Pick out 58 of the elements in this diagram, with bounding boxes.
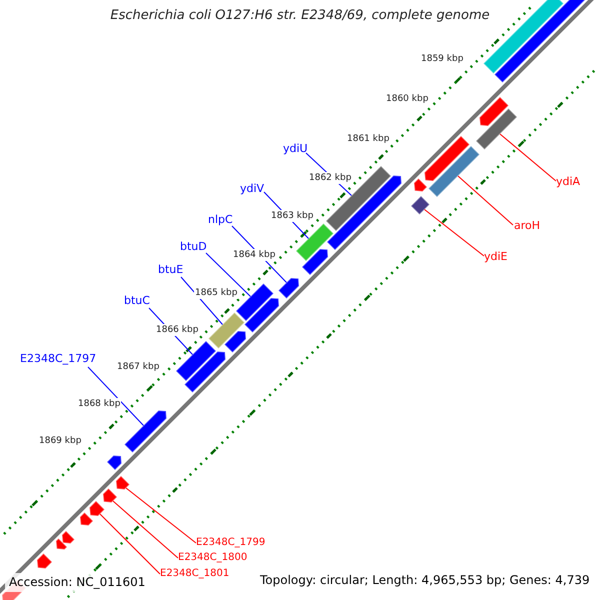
gene-block [424, 134, 471, 182]
gene-label: btuC [124, 294, 150, 307]
gene-block [207, 311, 246, 350]
scale-label: 1861 kbp [346, 133, 390, 145]
gene-label: ydiU [283, 142, 308, 155]
leader-line [126, 488, 196, 544]
gene-block [277, 277, 300, 300]
gene-label: aroH [514, 219, 540, 232]
scale-label: 1864 kbp [232, 249, 276, 261]
gene-block [413, 177, 428, 192]
scale-label: 1859 kbp [420, 53, 464, 65]
gene-block [55, 537, 68, 550]
gene-block [410, 194, 431, 216]
gene-block [36, 552, 54, 570]
gene-label: nlpC [208, 213, 233, 226]
leader-line [424, 209, 484, 256]
gene-label: E2348C_1800 [178, 551, 248, 564]
gene-block [88, 500, 106, 517]
gene-block [115, 474, 131, 490]
gene-block [102, 487, 118, 504]
gene-block [427, 144, 481, 198]
gene-label: ydiV [240, 182, 264, 195]
scale-label: 1869 kbp [38, 435, 82, 447]
gene-label: ydiA [556, 175, 580, 188]
gene-block [223, 330, 247, 354]
gene-label: ydiE [484, 250, 508, 263]
gene-block [106, 454, 122, 472]
gene-block [174, 340, 218, 382]
scale-label: 1866 kbp [155, 324, 200, 336]
gene-block [243, 297, 280, 334]
scale-label: 1862 kbp [308, 172, 352, 184]
gene-label: E2348C_1797 [20, 352, 96, 365]
gene-label: btuD [180, 240, 207, 253]
gene-label: btuE [158, 263, 184, 276]
gene-block [183, 350, 226, 394]
leader-line [500, 134, 556, 182]
leader-line [206, 252, 251, 297]
gene-block [294, 222, 335, 262]
gene-label: E2348C_1801 [160, 567, 230, 580]
scale-label: 1867 kbp [116, 361, 160, 373]
scale-label: 1868 kbp [77, 398, 122, 410]
gene-block [474, 107, 518, 151]
leader-line [88, 366, 144, 426]
leader-line [112, 500, 178, 558]
leader-line [458, 176, 514, 226]
scale-label: 1860 kbp [385, 93, 430, 105]
leader-line [100, 514, 160, 574]
gene-block [478, 96, 510, 127]
leader-line [180, 276, 223, 325]
gene-block [300, 248, 329, 276]
scale-label: 1863 kbp [270, 210, 314, 222]
genome-info-text: Topology: circular; Length: 4,965,553 bp; Genes: 4,739 [260, 573, 590, 588]
gene-block [123, 410, 168, 454]
scale-label: 1865 kbp [194, 287, 238, 299]
gene-block [79, 511, 94, 526]
title: Escherichia coli O127:H6 str. E2348/69, complete genome [110, 8, 490, 23]
gene-label: E2348C_1799 [196, 536, 266, 549]
gene-block [61, 530, 76, 544]
